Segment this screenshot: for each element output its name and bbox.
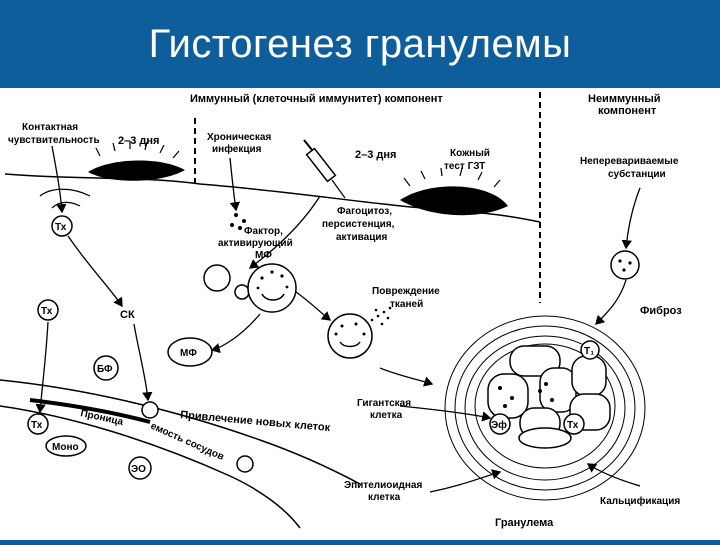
- damage-label-2: тканей: [390, 299, 423, 310]
- granuloma-label: Гранулема: [495, 517, 554, 529]
- contact-label-1: Контактная: [22, 122, 78, 133]
- mono-label: Моно: [52, 442, 79, 453]
- factor-label-1: Фактор,: [244, 226, 283, 237]
- mono-cell: [45, 435, 87, 457]
- tx-gran-cell: [563, 413, 585, 435]
- header-nonimmune-1: Неиммунный: [588, 93, 661, 105]
- diagram-canvas: Иммунный (клеточный иммунитет) компонент…: [0, 88, 720, 540]
- langerhans-cell: [39, 188, 91, 209]
- phago-label-1: Фагоцитоз,: [337, 206, 392, 217]
- epith-label-1: Эпителиоидная: [344, 480, 422, 491]
- flow-arrows: [35, 145, 641, 493]
- contact-label-2: чувствительность: [8, 135, 100, 146]
- b-cell: [234, 284, 250, 300]
- slide-title: Гистогенез гранулемы: [148, 21, 572, 66]
- skin-test-label-1: Кожный: [450, 148, 490, 159]
- header-nonimmune-2: компонент: [598, 105, 657, 117]
- tx-cell-top: [51, 215, 73, 237]
- header-immune: Иммунный (клеточный иммунитет) компонент: [190, 93, 443, 105]
- vessel-wall-top: [0, 379, 361, 485]
- eo-cell: [128, 456, 152, 480]
- t1-cell: [580, 340, 600, 360]
- chronic-label-2: инфекция: [212, 143, 262, 155]
- fibrosis-label: Фиброз: [640, 305, 682, 317]
- recruit-label: Привлечение новых клеток: [180, 409, 331, 434]
- eph-cell: [489, 413, 511, 435]
- days-left-label: 2–3 дня: [118, 135, 159, 147]
- skin-test-lesion: [400, 186, 508, 216]
- migrating-cell-2: [236, 455, 254, 473]
- tx-cell-left: [37, 299, 59, 321]
- syringe-icon: [303, 139, 346, 199]
- damage-spray: [370, 306, 392, 326]
- tx-top-label: Тх: [55, 222, 67, 233]
- factor-label-3: МФ: [255, 250, 272, 261]
- factor-dots: [230, 213, 246, 230]
- skin-test-label-2: тест ГЗТ: [444, 161, 485, 172]
- vessel-flow: [29, 398, 151, 424]
- damage-label-1: Повреждение: [372, 286, 440, 297]
- indigestible-label-2: субстанции: [608, 168, 666, 180]
- contact-lesion: [88, 160, 185, 181]
- tx-left-label: Тх: [41, 306, 53, 317]
- indigestible-label-1: Неперевариваемые: [580, 156, 679, 167]
- permeability-label-2: емость сосудов: [149, 421, 226, 463]
- vessel-wall-bottom: [0, 405, 301, 529]
- damaging-macrophage: [327, 313, 373, 359]
- giant-label-2: клетка: [370, 410, 403, 421]
- phago-label-2: персистенция,: [322, 219, 395, 230]
- substance-cell: [610, 250, 640, 280]
- granuloma-histogenesis-diagram: Иммунный (клеточный иммунитет) компонент…: [0, 92, 682, 529]
- migrating-cell: [141, 401, 159, 419]
- calc-label: Кальцификация: [600, 495, 680, 507]
- small-cell: [203, 264, 231, 292]
- factor-label-2: активирующий: [218, 238, 293, 249]
- tx-vessel-cell: [27, 413, 49, 435]
- epith-label-2: клетка: [368, 492, 401, 503]
- tx-gran-label: Тх: [567, 420, 579, 431]
- mf-label: МФ: [180, 348, 197, 359]
- bf-cell: [93, 355, 119, 381]
- activated-macrophage: [247, 263, 297, 313]
- skin-line: [4, 173, 541, 223]
- eph-label: Эф: [491, 419, 507, 431]
- phago-label-3: активация: [336, 232, 387, 243]
- lesion-ticks: [95, 141, 501, 188]
- t1-label: Т₁: [584, 346, 594, 357]
- granuloma: [444, 315, 646, 501]
- bf-label: БФ: [97, 364, 113, 375]
- chronic-label-1: Хроническая: [207, 132, 271, 143]
- tx-vessel-label: Тх: [31, 420, 43, 431]
- sk-label: СК: [120, 309, 135, 321]
- eo-label: ЭО: [131, 464, 146, 475]
- giant-label-1: Гигантская: [357, 398, 411, 409]
- days-mid-label: 2–3 дня: [355, 149, 396, 161]
